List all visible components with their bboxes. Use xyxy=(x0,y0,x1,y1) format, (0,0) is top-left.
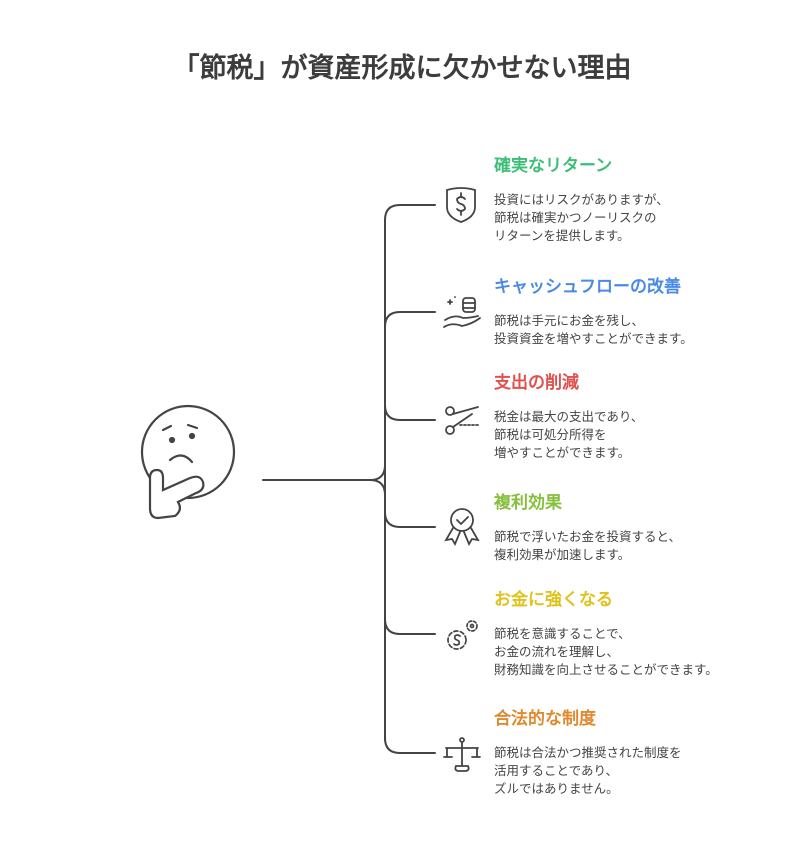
reason-text: 節税は確実かつノーリスクの xyxy=(494,210,657,225)
scales-icon xyxy=(443,737,481,772)
branch-1 xyxy=(384,204,436,221)
reason-text: 節税で浮いたお金を投資すると、 xyxy=(494,529,682,544)
reason-text: 活用することであり、 xyxy=(494,763,619,778)
branch-2 xyxy=(384,311,436,328)
reason-text: 増やすことができます。 xyxy=(494,445,631,460)
reason-heading: キャッシュフローの改善 xyxy=(494,277,681,297)
reason-text: 税金は最大の支出であり、 xyxy=(494,409,644,424)
reason-text: 投資資金を増やすことができます。 xyxy=(494,331,693,346)
reason-text: 節税を意識することで、 xyxy=(494,626,631,641)
thinking-face-icon xyxy=(140,404,236,520)
reason-financial-literacy: お金に強くなる 節税を意識することで、お金の流れを理解し、財務知識を向上させるこ… xyxy=(494,589,794,679)
gears-dollar-icon xyxy=(447,620,478,650)
branch-6 xyxy=(384,737,436,754)
reason-text: 節税は可処分所得を xyxy=(494,427,607,442)
reason-text: 複利効果が加速します。 xyxy=(494,547,631,562)
reason-compound-effect: 複利効果 節税で浮いたお金を投資すると、複利効果が加速します。 xyxy=(494,492,794,564)
reason-text: お金の流れを理解し、 xyxy=(494,644,620,659)
reason-heading: 確実なリターン xyxy=(494,156,613,176)
reason-text: 節税は合法かつ推奨された制度を xyxy=(494,745,682,760)
reason-text: 投資にはリスクがありますが、 xyxy=(494,192,669,207)
trunk-line xyxy=(262,464,386,481)
reason-text: 節税は手元にお金を残し、 xyxy=(494,313,645,328)
reason-heading: 支出の削減 xyxy=(494,373,579,393)
branch-4 xyxy=(384,511,436,528)
shield-dollar-icon xyxy=(446,187,476,223)
branch-trunk-join xyxy=(369,479,386,496)
reason-cashflow: キャッシュフローの改善 節税は手元にお金を残し、投資資金を増やすことができます。 xyxy=(494,276,794,348)
branch-3 xyxy=(384,404,436,421)
award-badge-icon xyxy=(444,508,480,546)
reason-expense-reduction: 支出の削減 税金は最大の支出であり、節税は可処分所得を増やすことができます。 xyxy=(494,372,794,462)
reason-legal-system: 合法的な制度 節税は合法かつ推奨された制度を活用することであり、ズルではありませ… xyxy=(494,708,794,798)
reason-text: リターンを提供します。 xyxy=(494,228,630,243)
reason-heading: 合法的な制度 xyxy=(494,709,596,729)
reason-text: 財務知識を向上させることができます。 xyxy=(494,662,718,677)
branch-5 xyxy=(384,618,436,635)
page-title: 「節税」が資産形成に欠かせない理由 xyxy=(172,53,632,84)
reason-heading: 複利効果 xyxy=(494,493,562,513)
reason-reliable-return: 確実なリターン 投資にはリスクがありますが、節税は確実かつノーリスクのリターンを… xyxy=(494,155,794,245)
scissors-icon xyxy=(445,406,481,435)
hand-coins-icon xyxy=(443,296,481,328)
reason-heading: お金に強くなる xyxy=(494,590,613,610)
reason-text: ズルではありません。 xyxy=(494,781,619,796)
